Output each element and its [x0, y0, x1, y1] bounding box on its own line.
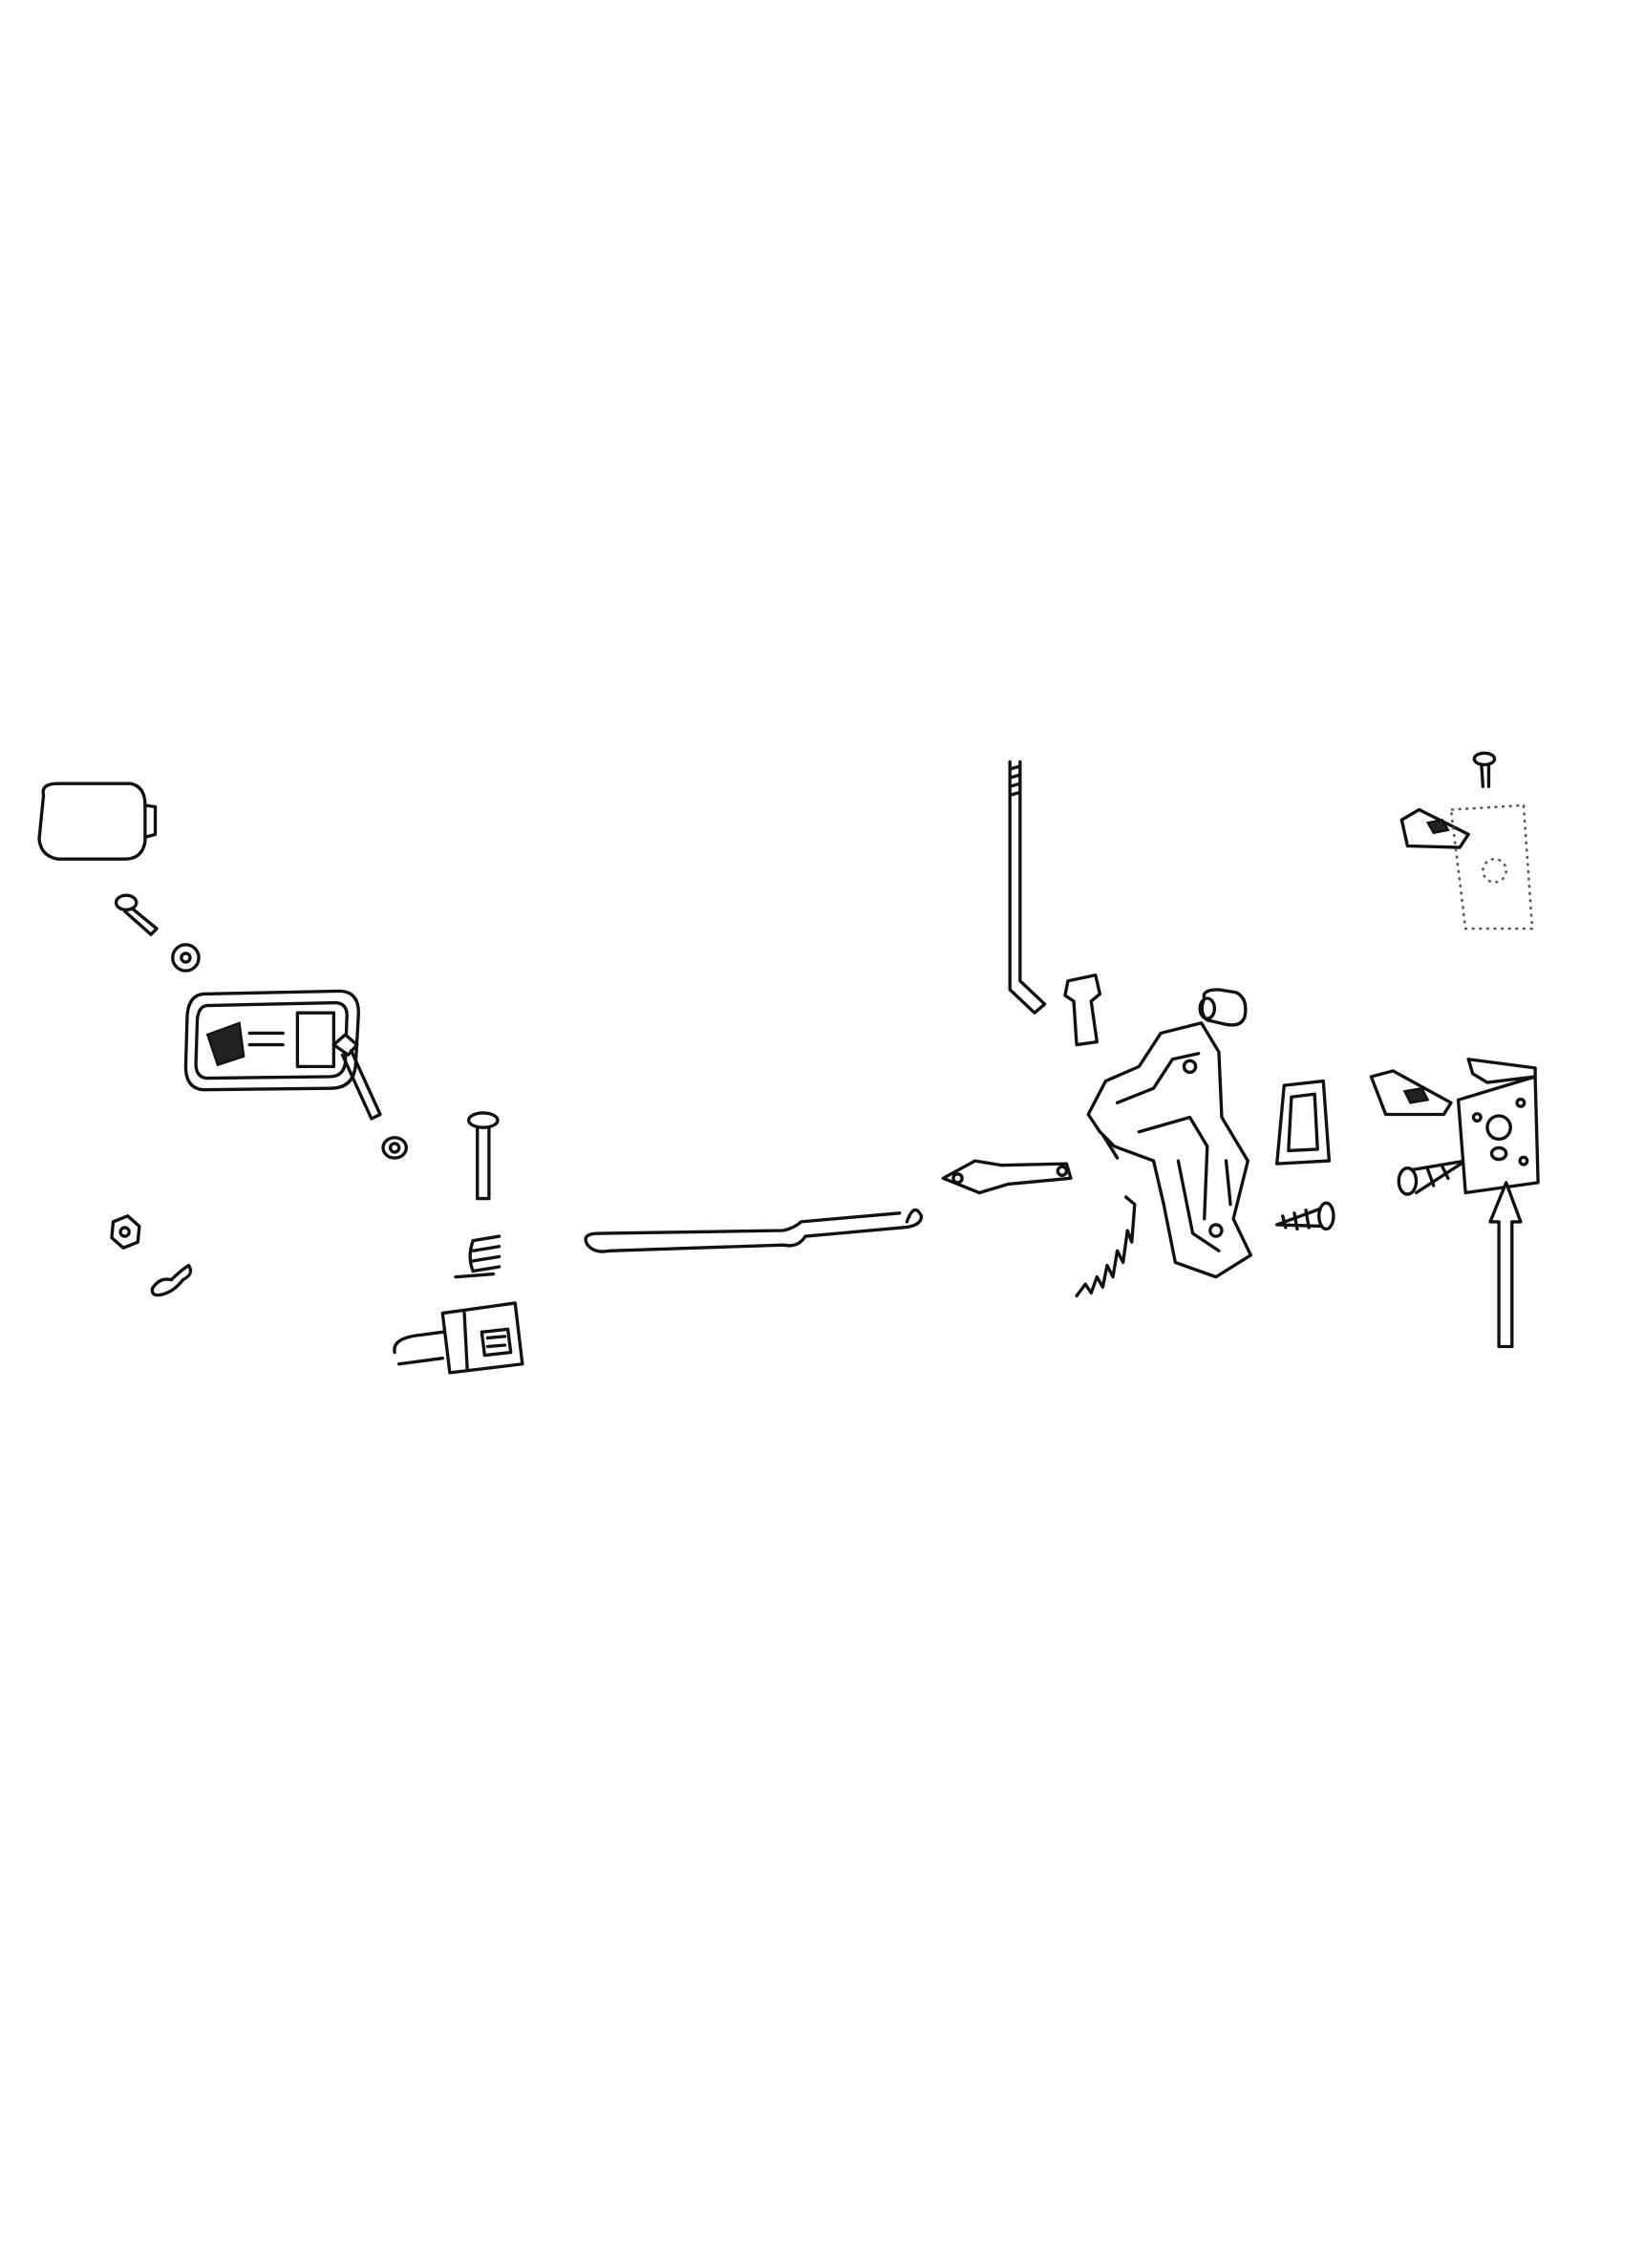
rod-clip — [1063, 974, 1102, 1047]
star-washer — [171, 943, 201, 973]
bushing — [1198, 988, 1248, 1027]
spring-clip — [150, 1263, 193, 1297]
latch-gasket — [1275, 1079, 1332, 1166]
lock-rod — [1008, 760, 1047, 1015]
return-spring — [1075, 1195, 1137, 1298]
handle-bracket — [393, 1301, 524, 1375]
handle-screw — [114, 893, 159, 936]
striker-screw — [1397, 1159, 1467, 1196]
hex-nut — [110, 1214, 141, 1250]
latch-link — [941, 1159, 1073, 1195]
striker-spacer — [1369, 1069, 1453, 1117]
reference-striker-outline — [1449, 803, 1534, 931]
striker-plate — [1456, 1058, 1540, 1195]
bolt — [331, 1033, 382, 1121]
handle-bezel — [183, 989, 360, 1092]
pivot-pin — [466, 1111, 500, 1201]
latch-screw — [1275, 1201, 1335, 1231]
connecting-rod — [584, 1208, 924, 1253]
reference-screw — [1472, 751, 1497, 788]
flat-washer — [381, 1136, 408, 1160]
callout-arrow — [1488, 1181, 1523, 1349]
reference-spacer — [1399, 807, 1470, 849]
coil-spring — [454, 1234, 502, 1279]
latch-assembly — [1086, 1021, 1253, 1279]
knob-cap — [37, 781, 158, 861]
